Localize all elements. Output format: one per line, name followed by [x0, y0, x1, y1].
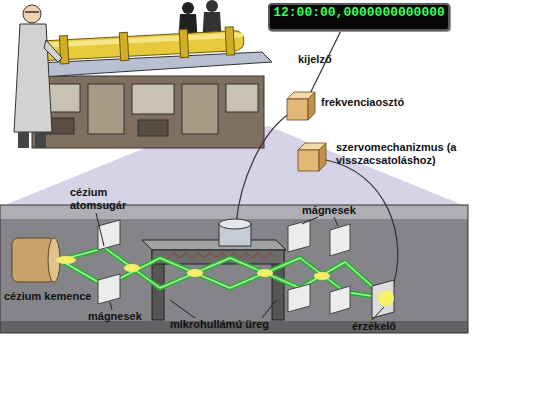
cesium-beam: [56, 256, 76, 264]
microwave-cavity: [142, 240, 286, 250]
scientist: [44, 40, 62, 62]
cesium-beam: [257, 269, 273, 277]
part-label: érzékelő: [352, 320, 396, 333]
display-box: 12:00:00,0000000000000kijelző: [268, 3, 450, 31]
vacuum-tube: [0, 205, 468, 333]
workbench: [138, 120, 168, 136]
cube-face: [287, 99, 308, 120]
magnet: [288, 220, 310, 252]
leader-line: [334, 217, 338, 226]
workbench: [226, 84, 258, 112]
display-caption: kijelző: [298, 53, 332, 66]
cesium-oven: [12, 238, 60, 282]
cesium-tube-apparatus: [119, 32, 128, 60]
cube-shape: [298, 143, 326, 171]
leader-line: [96, 213, 384, 320]
part-label: cézium atomsugár: [70, 186, 132, 212]
leader-line: [262, 300, 276, 318]
signal-wire: [326, 160, 398, 290]
magnet: [98, 220, 350, 314]
cesium-beam: [314, 272, 330, 280]
people: [182, 2, 194, 14]
module-cube: szervomechanizmus (a visszacsatoláshoz): [298, 143, 326, 171]
module-label: szervomechanizmus (a visszacsatoláshoz): [336, 141, 461, 167]
workbench: [132, 84, 174, 114]
part-label: mágnesek: [88, 310, 142, 323]
leader-line: [302, 217, 318, 224]
magnet: [98, 274, 120, 304]
scientist: [25, 11, 39, 13]
module-label: frekvenciaosztó: [321, 96, 404, 109]
scientist: [23, 5, 41, 23]
workbench: [88, 84, 124, 134]
detector: [372, 280, 394, 318]
workbench: [182, 84, 218, 134]
cube-shape: [287, 92, 315, 120]
cube-face: [319, 143, 326, 171]
signal-wire: [236, 114, 289, 224]
vacuum-tube: [0, 205, 468, 333]
magnet: [330, 286, 350, 314]
magnet: [288, 284, 310, 312]
scientist: [18, 132, 29, 148]
microwave-cavity: [219, 219, 251, 229]
part-label: cézium kemence: [4, 290, 91, 303]
vacuum-tube: [0, 205, 468, 333]
cesium-beam: [124, 264, 140, 272]
scientist: [14, 5, 62, 148]
microwave-cavity: [168, 253, 276, 258]
cesium-tube-apparatus: [27, 26, 244, 65]
workbench: [18, 52, 272, 148]
microwave-cavity: [142, 219, 286, 320]
leader-line: [96, 213, 104, 246]
cube-face: [298, 150, 319, 171]
detector: [372, 280, 394, 318]
leader-line: [110, 302, 112, 310]
detector: [378, 290, 394, 306]
leader-line: [372, 307, 384, 320]
cube-face: [308, 92, 315, 120]
cesium-tube-apparatus: [27, 26, 244, 65]
part-label: mikrohullámú üreg: [170, 318, 269, 331]
part-label: mágnesek: [302, 204, 356, 217]
scientist: [35, 132, 46, 148]
cesium-tube-apparatus: [179, 29, 188, 57]
leader-line: [170, 300, 195, 318]
display-digits: 12:00:00,0000000000000: [270, 5, 448, 20]
cesium-tube-apparatus: [225, 27, 234, 55]
magnet: [330, 224, 350, 256]
people: [206, 0, 218, 12]
cesium-beam: [187, 269, 203, 277]
workbench: [32, 76, 264, 148]
module-cube: frekvenciaosztó: [287, 92, 315, 120]
